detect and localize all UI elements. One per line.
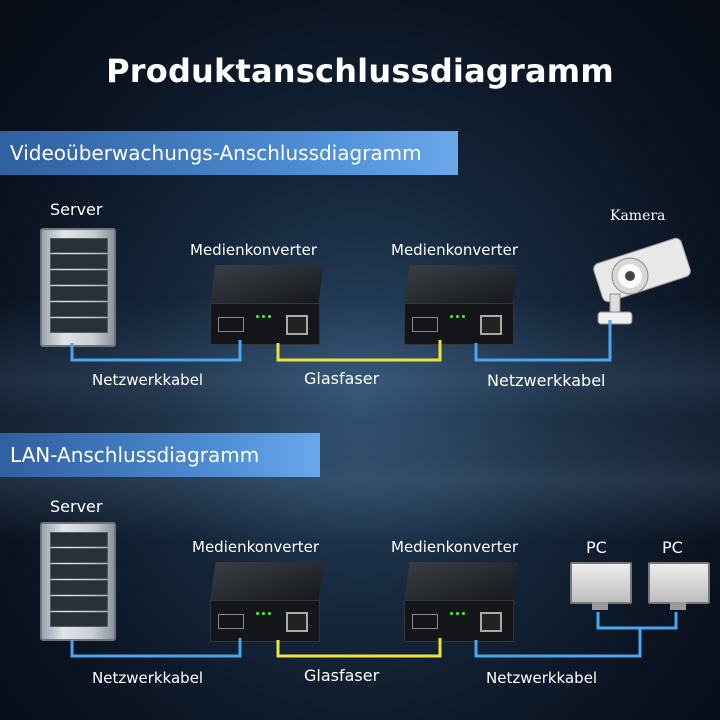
cable-label: Netzwerkkabel <box>92 669 204 687</box>
connections-video <box>70 320 612 362</box>
cable-label: Netzwerkkabel <box>487 371 606 390</box>
server-label: Server <box>50 497 103 516</box>
section-banner-video-label: Videoüberwachungs-Anschlussdiagramm <box>10 141 422 165</box>
converter-label: Medienkonverter <box>391 538 518 556</box>
media-converter-icon <box>404 562 518 642</box>
converter-label: Medienkonverter <box>391 241 518 259</box>
converter-label: Medienkonverter <box>192 538 319 556</box>
server-rack-icon <box>40 228 116 347</box>
converter-label: Medienkonverter <box>190 241 317 259</box>
media-converter-icon <box>404 265 518 345</box>
pc-label: PC <box>662 538 683 557</box>
section-banner-lan-label: LAN-Anschlussdiagramm <box>10 443 260 467</box>
cctv-camera-icon <box>593 237 691 325</box>
media-converter-icon <box>210 562 324 642</box>
section-banner-video: Videoüberwachungs-Anschlussdiagramm <box>0 131 458 175</box>
cable-label: Netzwerkkabel <box>486 669 598 687</box>
server-rack-icon <box>40 522 116 641</box>
media-converter-icon <box>210 265 324 345</box>
pc-label: PC <box>586 538 607 557</box>
fiber-label: Glasfaser <box>304 666 380 685</box>
cable-label: Netzwerkkabel <box>92 371 204 389</box>
server-label: Server <box>50 200 103 219</box>
page-title: Produktanschlussdiagramm <box>106 52 614 90</box>
camera-label: Kamera <box>610 208 666 224</box>
section-banner-lan: LAN-Anschlussdiagramm <box>0 433 320 477</box>
pc-monitor-icon <box>648 562 710 610</box>
fiber-label: Glasfaser <box>304 369 380 388</box>
pc-monitor-icon <box>570 562 632 610</box>
